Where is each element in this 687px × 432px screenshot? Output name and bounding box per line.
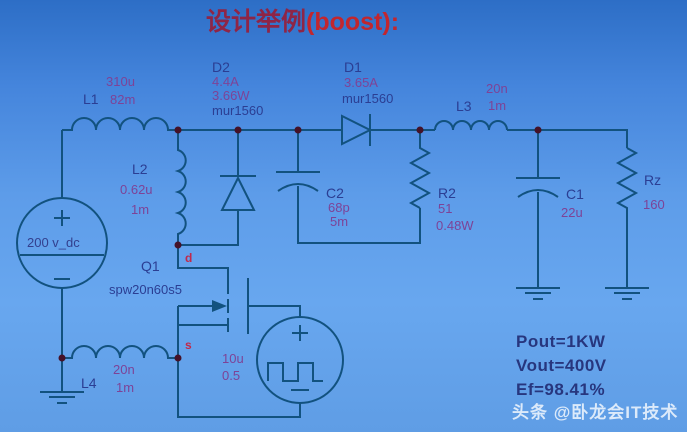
C2-ref: C2 <box>326 185 344 201</box>
D1-part: mur1560 <box>342 91 393 106</box>
L1-res: 82m <box>110 92 135 107</box>
plus-icon <box>292 325 308 341</box>
node-dot <box>234 126 242 134</box>
square-wave-icon <box>267 362 323 382</box>
Q1-pin-source: s <box>185 338 192 352</box>
result-pout: Pout=1KW <box>516 332 606 351</box>
dc-voltage-source <box>16 130 108 358</box>
node-dot <box>174 126 182 134</box>
L3-ref: L3 <box>456 98 472 114</box>
Q1-part: spw20n60s5 <box>109 282 182 297</box>
L2-value: 0.62u <box>120 182 153 197</box>
C1-value: 22u <box>561 205 583 220</box>
mosfet-Q1 <box>177 245 301 358</box>
D1-current: 3.65A <box>344 75 378 90</box>
inductor-L2 <box>174 130 187 245</box>
junction-dots <box>58 126 542 362</box>
L2-res: 1m <box>131 202 149 217</box>
pulse-value: 10u <box>222 351 244 366</box>
diode-D1 <box>341 114 435 146</box>
node-dot <box>534 126 542 134</box>
page-title: 设计举例(boost): <box>206 7 399 36</box>
ground-icon <box>516 287 560 300</box>
pulse-duty: 0.5 <box>222 368 240 383</box>
mosfet-arrow-icon <box>212 300 227 312</box>
L2-ref: L2 <box>132 161 148 177</box>
L1-value: 310u <box>106 74 135 89</box>
pulse-voltage-source <box>177 316 344 418</box>
ground-icon <box>40 391 84 404</box>
ground-icon <box>605 287 649 300</box>
L4-value: 20n <box>113 362 135 377</box>
diode-D2 <box>178 130 256 246</box>
L4-res: 1m <box>116 380 134 395</box>
result-efficiency: Ef=98.41% <box>516 380 605 399</box>
node-dot <box>174 241 182 249</box>
C2-value: 68p <box>328 200 350 215</box>
capacitor-C1 <box>516 130 560 300</box>
node-dot <box>174 354 182 362</box>
Q1-ref: Q1 <box>141 258 160 274</box>
C2-res: 5m <box>330 214 348 229</box>
C1-ref: C1 <box>566 186 584 202</box>
plus-icon <box>54 210 70 226</box>
resistor-R2 <box>408 130 432 209</box>
result-vout: Vout=400V <box>516 356 607 375</box>
node-dot <box>58 354 66 362</box>
L3-res: 1m <box>488 98 506 113</box>
inductor-L1 <box>62 117 178 131</box>
Q1-pin-drain: d <box>185 251 192 265</box>
D1-ref: D1 <box>344 59 362 75</box>
L3-value: 20n <box>486 81 508 96</box>
D2-ref: D2 <box>212 59 230 75</box>
watermark: 头条 @卧龙会IT技术 <box>512 402 678 422</box>
L4-ref: L4 <box>81 375 97 391</box>
node-dot <box>416 126 424 134</box>
D2-power: 3.66W <box>212 88 250 103</box>
dc-source-label: 200 v_dc <box>27 235 80 250</box>
resistor-Rz <box>605 147 649 300</box>
title-boost: (boost): <box>306 8 399 36</box>
output-rail-wire <box>507 129 628 148</box>
L1-ref: L1 <box>83 91 99 107</box>
R2-ref: R2 <box>438 185 456 201</box>
node-dot <box>294 126 302 134</box>
D2-current: 4.4A <box>212 74 239 89</box>
Rz-ref: Rz <box>644 172 661 188</box>
R2-power: 0.48W <box>436 218 474 233</box>
inductor-L4 <box>40 345 178 404</box>
Rz-value: 160 <box>643 197 665 212</box>
D2-part: mur1560 <box>212 103 263 118</box>
R2-value: 51 <box>438 201 452 216</box>
capacitor-C2 <box>276 130 421 244</box>
title-chinese: 设计举例 <box>206 7 306 36</box>
inductor-L3 <box>434 120 508 131</box>
